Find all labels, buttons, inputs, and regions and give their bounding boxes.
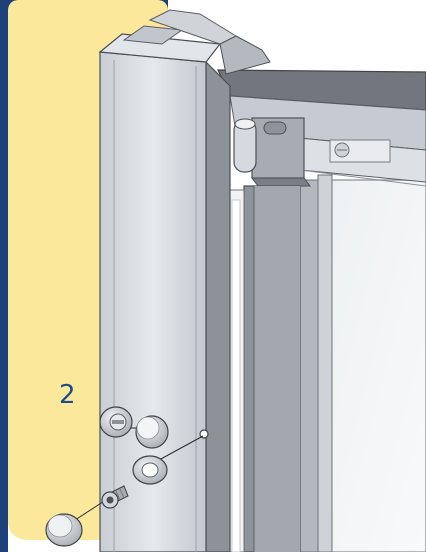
screw xyxy=(101,485,129,509)
main-profile-side xyxy=(205,60,231,552)
inner-rail xyxy=(317,174,333,552)
washer xyxy=(132,455,168,485)
top-rail-line xyxy=(299,169,426,187)
end-cap-right xyxy=(135,415,169,449)
step-number: 2 xyxy=(59,380,76,410)
glass-panel xyxy=(329,179,426,552)
end-cap-left xyxy=(99,406,133,438)
gasket-inner xyxy=(231,199,241,552)
end-cap-bottom xyxy=(45,513,83,547)
hinge xyxy=(233,117,311,187)
middle-profile-face xyxy=(254,186,300,552)
top-rail-face xyxy=(229,95,426,151)
corner-bracket xyxy=(219,35,271,75)
inner-rail-shadow xyxy=(299,179,319,552)
